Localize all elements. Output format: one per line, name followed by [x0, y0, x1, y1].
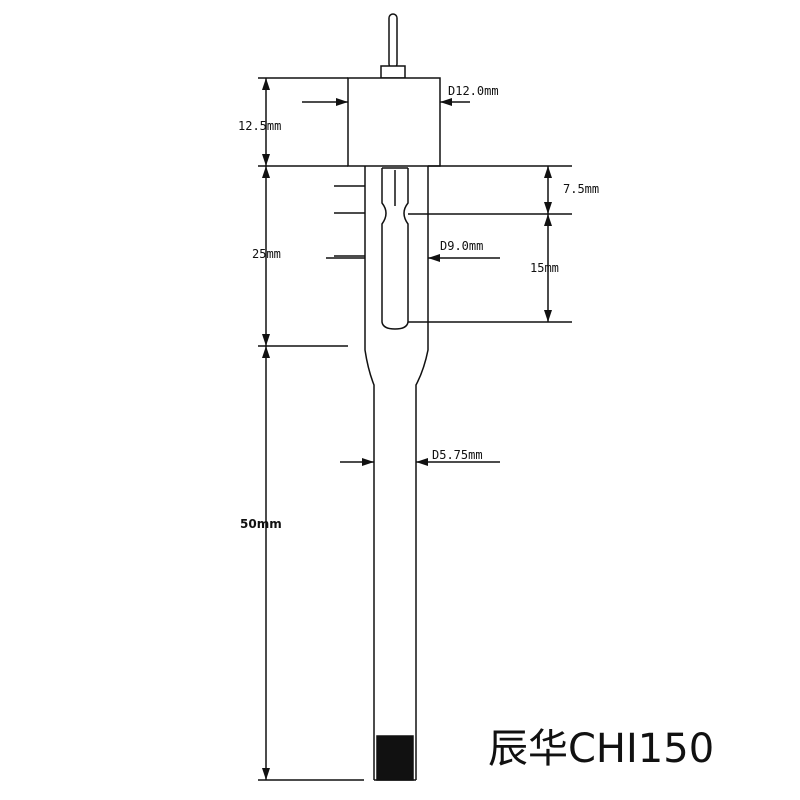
arrowhead-cap-bottom-up — [262, 154, 270, 166]
arrowhead-d12-left — [336, 98, 348, 106]
connector-base — [380, 65, 406, 79]
arrowhead-right-top — [544, 166, 552, 178]
arrowhead-upper-top — [262, 166, 270, 178]
arrowhead-d9-right — [428, 254, 440, 262]
label-upper-height: 25mm — [252, 247, 281, 261]
arrowhead-right-mid-up — [544, 202, 552, 214]
label-upper-diameter: D9.0mm — [440, 239, 483, 253]
arrowhead-right-mid-down — [544, 214, 552, 226]
label-stem-length: 50mm — [240, 517, 282, 531]
arrowhead-upper-bottom — [262, 334, 270, 346]
arrowhead-stem-bottom — [262, 768, 270, 780]
arrowhead-d575-left — [362, 458, 374, 466]
label-stem-diameter: D5.75mm — [432, 448, 483, 462]
connector-pin — [388, 13, 398, 69]
electrode-tip — [376, 735, 414, 781]
label-window-height: 15mm — [530, 261, 559, 275]
brand-label: 辰华CHI150 — [488, 726, 714, 772]
arrowhead-d575-right — [416, 458, 428, 466]
label-cap-diameter: D12.0mm — [448, 84, 499, 98]
label-cap-height: 12.5mm — [238, 119, 281, 133]
upper-tube — [364, 166, 429, 780]
arrowhead-d12-right — [440, 98, 452, 106]
arrowhead-right-bottom — [544, 310, 552, 322]
electrode-cap — [347, 77, 441, 167]
arrowhead-stem-top — [262, 346, 270, 358]
inner-window — [381, 168, 409, 330]
label-window-offset: 7.5mm — [563, 182, 599, 196]
arrowhead-cap-top — [262, 78, 270, 90]
